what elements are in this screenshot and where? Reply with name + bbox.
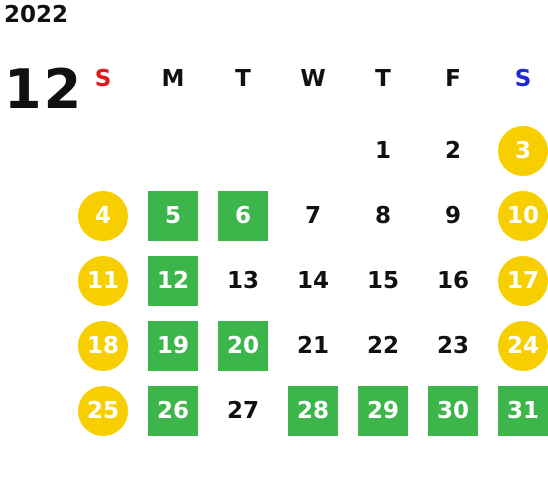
calendar-day[interactable]: 3 bbox=[498, 126, 548, 176]
calendar-day[interactable]: 19 bbox=[148, 321, 198, 371]
calendar-day[interactable]: 5 bbox=[148, 191, 198, 241]
calendar-day[interactable]: 11 bbox=[78, 256, 128, 306]
calendar-month: 12 bbox=[4, 58, 84, 121]
calendar-day[interactable]: 17 bbox=[498, 256, 548, 306]
weekday-sunday: S bbox=[94, 66, 112, 92]
weekday-saturday: S bbox=[514, 66, 532, 92]
weekday-monday: M bbox=[161, 66, 185, 92]
calendar-day[interactable]: 22 bbox=[366, 333, 399, 359]
calendar-day[interactable]: 12 bbox=[148, 256, 198, 306]
calendar-day[interactable]: 29 bbox=[358, 386, 408, 436]
calendar-day[interactable]: 4 bbox=[78, 191, 128, 241]
calendar-day[interactable]: 2 bbox=[444, 138, 461, 164]
calendar-day[interactable]: 1 bbox=[374, 138, 391, 164]
weekday-tuesday: T bbox=[235, 66, 251, 92]
calendar-day[interactable]: 31 bbox=[498, 386, 548, 436]
calendar-day[interactable]: 23 bbox=[436, 333, 469, 359]
calendar-day[interactable]: 26 bbox=[148, 386, 198, 436]
calendar-day[interactable]: 21 bbox=[296, 333, 329, 359]
calendar-day[interactable]: 7 bbox=[304, 203, 321, 229]
calendar-year: 2022 bbox=[4, 2, 69, 28]
calendar-day[interactable]: 10 bbox=[498, 191, 548, 241]
weekday-friday: F bbox=[445, 66, 461, 92]
calendar-day[interactable]: 28 bbox=[288, 386, 338, 436]
calendar-day[interactable]: 18 bbox=[78, 321, 128, 371]
calendar-day[interactable]: 9 bbox=[444, 203, 461, 229]
calendar-day[interactable]: 27 bbox=[226, 398, 259, 424]
weekday-thursday: T bbox=[375, 66, 391, 92]
calendar-day[interactable]: 13 bbox=[226, 268, 259, 294]
calendar-day[interactable]: 16 bbox=[436, 268, 469, 294]
calendar-day[interactable]: 24 bbox=[498, 321, 548, 371]
calendar-day[interactable]: 20 bbox=[218, 321, 268, 371]
calendar-day[interactable]: 15 bbox=[366, 268, 399, 294]
calendar-day[interactable]: 6 bbox=[218, 191, 268, 241]
weekday-wednesday: W bbox=[300, 66, 326, 92]
calendar-day[interactable]: 14 bbox=[296, 268, 329, 294]
calendar-day[interactable]: 25 bbox=[78, 386, 128, 436]
calendar-day[interactable]: 30 bbox=[428, 386, 478, 436]
calendar-day[interactable]: 8 bbox=[374, 203, 391, 229]
